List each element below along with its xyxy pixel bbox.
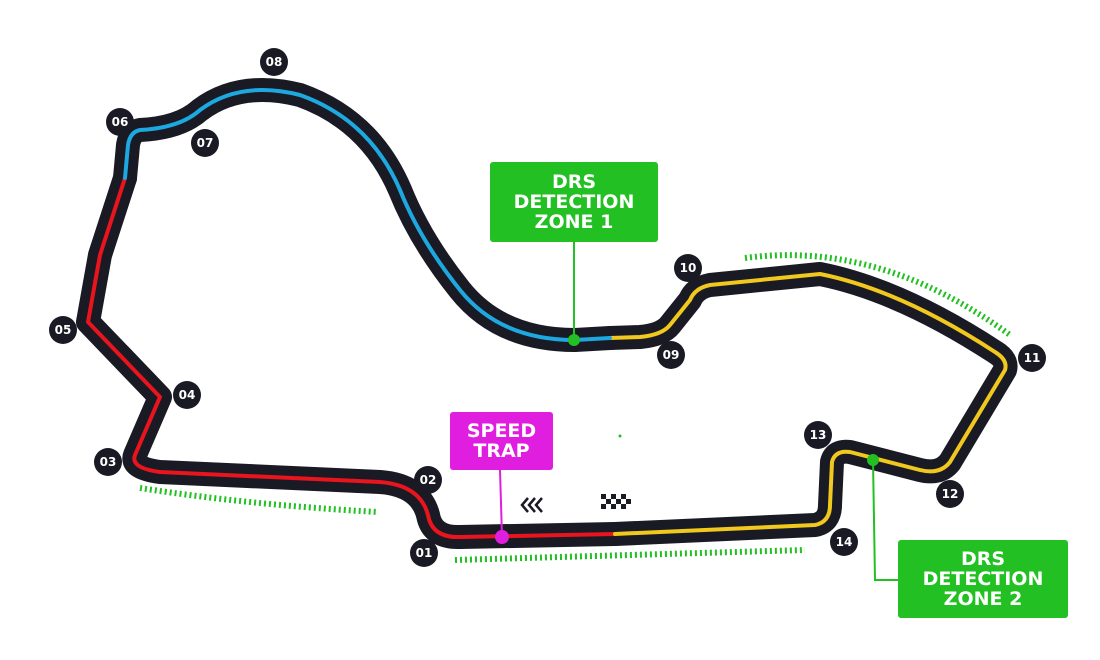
direction-chevrons-icon [520, 497, 543, 513]
turn-circle [674, 254, 702, 282]
drs-zone-dots-3 [744, 252, 1012, 338]
turn-number: 04 [179, 388, 196, 402]
turn-number: 10 [680, 261, 697, 275]
turn-marker-09: 09 [657, 341, 685, 369]
turn-marker-05: 05 [49, 316, 77, 344]
turn-circle [173, 381, 201, 409]
turn-circle [106, 108, 134, 136]
turn-number: 13 [810, 428, 827, 442]
turn-number: 02 [420, 473, 437, 487]
speed-trap-point [495, 530, 509, 544]
turn-number: 14 [836, 535, 853, 549]
drs-1-line1: DRS [551, 171, 597, 193]
turn-circle [804, 421, 832, 449]
turn-marker-10: 10 [674, 254, 702, 282]
turn-number: 07 [197, 136, 214, 150]
turn-marker-11: 11 [1018, 344, 1046, 372]
drs-2-line1: DRS [960, 548, 1006, 570]
turn-marker-04: 04 [173, 381, 201, 409]
turn-circle [657, 341, 685, 369]
drs-2-line3: ZONE 2 [943, 588, 1023, 610]
turn-number: 08 [266, 55, 283, 69]
turn-number: 05 [55, 323, 72, 337]
turn-circle [830, 528, 858, 556]
turn-circle [191, 129, 219, 157]
turn-number: 11 [1024, 351, 1041, 365]
marker-dot [618, 434, 622, 438]
sector-3-line [608, 272, 1008, 536]
turn-circle [936, 480, 964, 508]
turn-number: 09 [663, 348, 680, 362]
turn-circle [260, 48, 288, 76]
drs-1-line2: DETECTION [513, 191, 635, 213]
turn-circle [49, 316, 77, 344]
turn-marker-06: 06 [106, 108, 134, 136]
drs-zone-dots-2 [454, 547, 806, 563]
speed-trap-label: SPEED TRAP [450, 412, 553, 470]
drs-activation-zones [139, 252, 1012, 563]
speed-trap-line2: TRAP [473, 440, 530, 462]
speed-trap-leader [499, 469, 503, 538]
drs-detection-zone-2-label: DRS DETECTION ZONE 2 [898, 540, 1068, 618]
turn-marker-12: 12 [936, 480, 964, 508]
turn-marker-02: 02 [414, 466, 442, 494]
turn-marker-03: 03 [94, 448, 122, 476]
turn-number: 06 [112, 115, 129, 129]
turn-number: 03 [100, 455, 117, 469]
turn-circle [1018, 344, 1046, 372]
turn-marker-07: 07 [191, 129, 219, 157]
drs-2-line2: DETECTION [922, 568, 1044, 590]
turn-number: 01 [416, 546, 433, 560]
speed-trap-line1: SPEED [466, 420, 537, 442]
sector-1-line [86, 176, 617, 540]
turn-circle [94, 448, 122, 476]
drs-1-line3: ZONE 1 [534, 211, 614, 233]
drs-2-leader [872, 459, 898, 581]
turn-marker-13: 13 [804, 421, 832, 449]
drs-2-detection-point [867, 454, 879, 466]
turn-circle [410, 539, 438, 567]
turn-marker-14: 14 [830, 528, 858, 556]
drs-detection-zone-1-label: DRS DETECTION ZONE 1 [490, 162, 658, 242]
drs-1-detection-point [568, 334, 580, 346]
sector-2-line [123, 88, 612, 342]
turn-marker-01: 01 [410, 539, 438, 567]
turn-number: 12 [942, 487, 959, 501]
checkered-flag-icon [601, 494, 631, 509]
turn-circle [414, 466, 442, 494]
drs-zone-dots-1 [139, 485, 379, 515]
turn-marker-08: 08 [260, 48, 288, 76]
track [76, 78, 1018, 549]
